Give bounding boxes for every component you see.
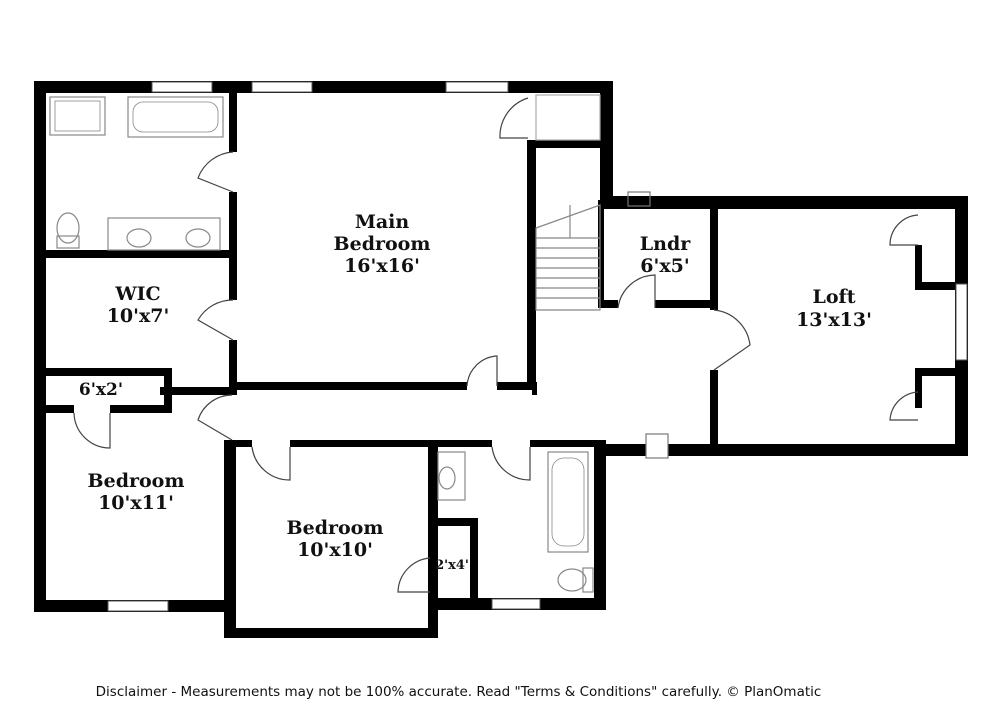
disclaimer-text: Disclaimer - Measurements may not be 100… (95, 684, 822, 700)
vanity (107, 217, 221, 251)
closet-small-size: 6'x2' (79, 380, 123, 400)
loft-name: Loft (813, 286, 856, 308)
loft-size: 13'x13' (796, 309, 872, 331)
windows (107, 81, 968, 612)
sink-hall (437, 451, 466, 501)
shower (49, 96, 106, 136)
bathtub (127, 96, 224, 138)
room-labels: Main Bedroom 16'x16' Lndr 6'x5' Loft 13'… (79, 211, 872, 573)
doors (73, 97, 919, 593)
bathtub-hall (547, 451, 589, 553)
bedroom-center-size: 10'x10' (297, 539, 373, 561)
main-bedroom-name-1: Main (355, 211, 410, 233)
staircase (535, 204, 601, 311)
laundry-size: 6'x5' (640, 255, 689, 277)
walls (34, 81, 968, 638)
fixtures (49, 94, 669, 593)
bedroom-left-size: 10'x11' (98, 492, 174, 514)
bedroom-left-name: Bedroom (88, 470, 185, 492)
main-bedroom-name-2: Bedroom (334, 233, 431, 255)
laundry-name: Lndr (640, 233, 691, 255)
closet-hall-size: 2'x4' (435, 558, 469, 573)
wic-name: WIC (114, 283, 160, 305)
wic-size: 10'x7' (107, 305, 170, 327)
toilet (56, 212, 80, 249)
main-bedroom-size: 16'x16' (344, 255, 420, 277)
bedroom-center-name: Bedroom (287, 517, 384, 539)
toilet-hall (557, 567, 594, 593)
